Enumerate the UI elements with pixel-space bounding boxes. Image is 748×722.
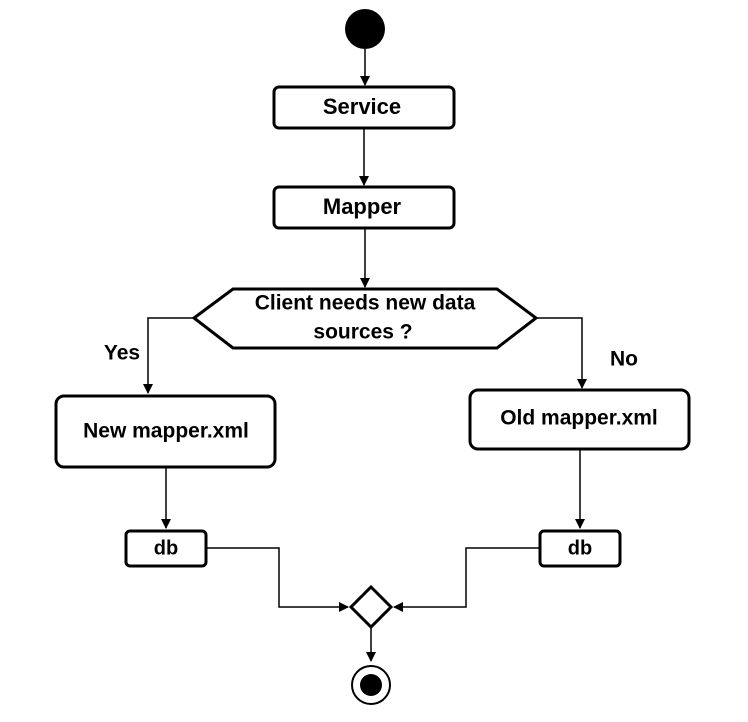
- service-node: Service: [272, 85, 456, 130]
- mapper-node: Mapper: [272, 185, 456, 230]
- service-label: Service: [323, 94, 401, 119]
- decision-node: Client needs new data sources ?: [191, 287, 539, 350]
- end-node: [351, 665, 391, 705]
- old-mapper-node: Old mapper.xml: [468, 388, 691, 451]
- new-mapper-node: New mapper.xml: [54, 394, 277, 469]
- edge-db-right-merge: [393, 547, 540, 612]
- db-right-node: db: [538, 529, 622, 568]
- db-right-label: db: [568, 537, 592, 559]
- edge-decision-yes: [143, 317, 194, 394]
- decision-label-line2: sources ?: [313, 321, 412, 344]
- start-node: [345, 9, 385, 49]
- merge-node: [348, 584, 394, 630]
- old-mapper-label: Old mapper.xml: [500, 407, 658, 430]
- db-left-node: db: [124, 529, 208, 568]
- edge-db-left-merge: [206, 547, 349, 612]
- mapper-label: Mapper: [323, 194, 402, 219]
- yes-label: Yes: [104, 342, 140, 365]
- decision-label-line1: Client needs new data: [255, 292, 476, 315]
- no-label: No: [610, 348, 638, 371]
- db-left-label: db: [154, 537, 178, 559]
- new-mapper-label: New mapper.xml: [83, 420, 249, 443]
- edge-decision-no: [536, 317, 587, 389]
